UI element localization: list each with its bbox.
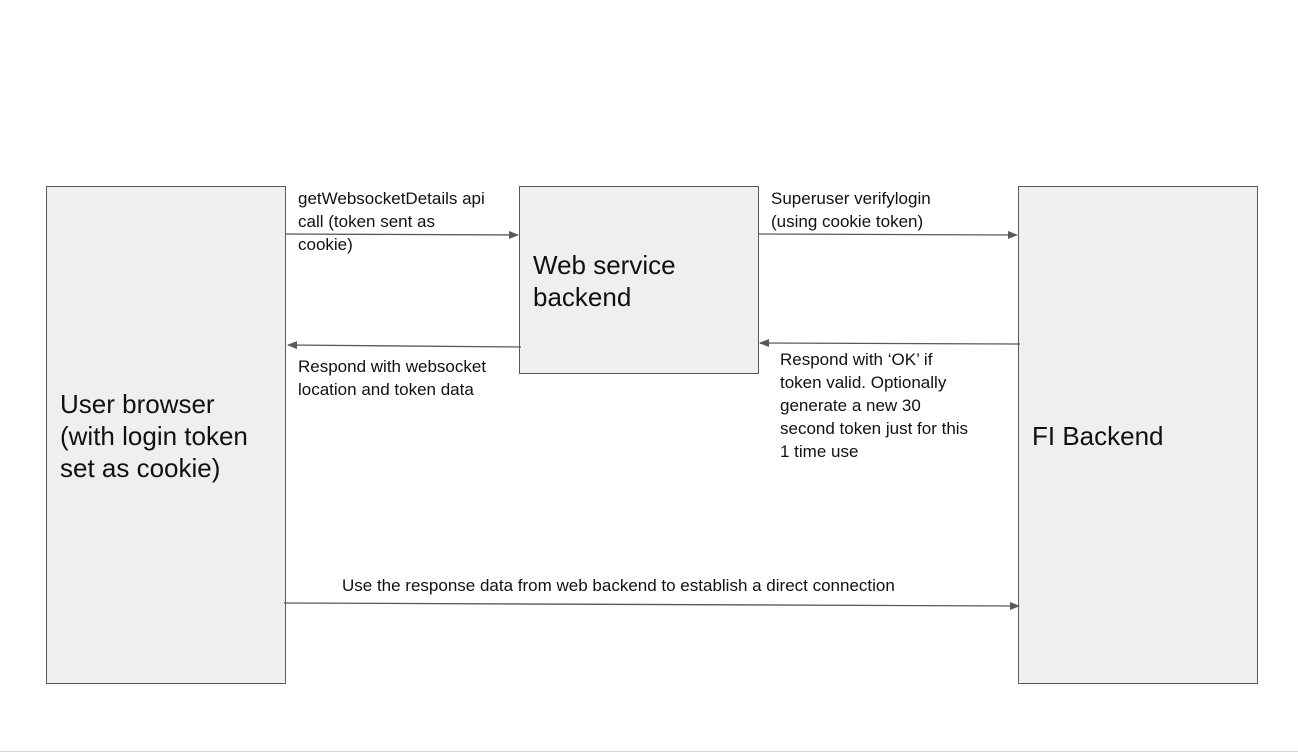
user-browser-node: User browser (with login token set as co… [46, 186, 286, 684]
fi-backend-label: FI Backend [1032, 421, 1164, 451]
arrow-superuser-verify [758, 230, 1018, 239]
arrow-respond-websocket [287, 341, 522, 350]
direct-connection-label: Use the response data from web backend t… [342, 576, 895, 595]
get-websocket-details-label: getWebsocketDetails api call (token sent… [298, 189, 485, 254]
superuser-verify-label: Superuser verifylogin (using cookie toke… [771, 189, 931, 231]
web-service-node: Web service backend [519, 186, 759, 374]
respond-ok-label: Respond with ‘OK’ if token valid. Option… [780, 350, 969, 461]
arrow-get-websocket-details [285, 230, 519, 239]
respond-websocket-label: Respond with websocket location and toke… [298, 357, 487, 399]
fi-backend-node: FI Backend [1018, 186, 1258, 684]
user-browser-label: User browser (with login token set as co… [60, 389, 248, 483]
arrow-direct-connection [283, 601, 1020, 610]
arrow-respond-ok [759, 339, 1021, 348]
web-service-label: Web service backend [533, 250, 676, 312]
bottom-divider [0, 751, 1298, 752]
